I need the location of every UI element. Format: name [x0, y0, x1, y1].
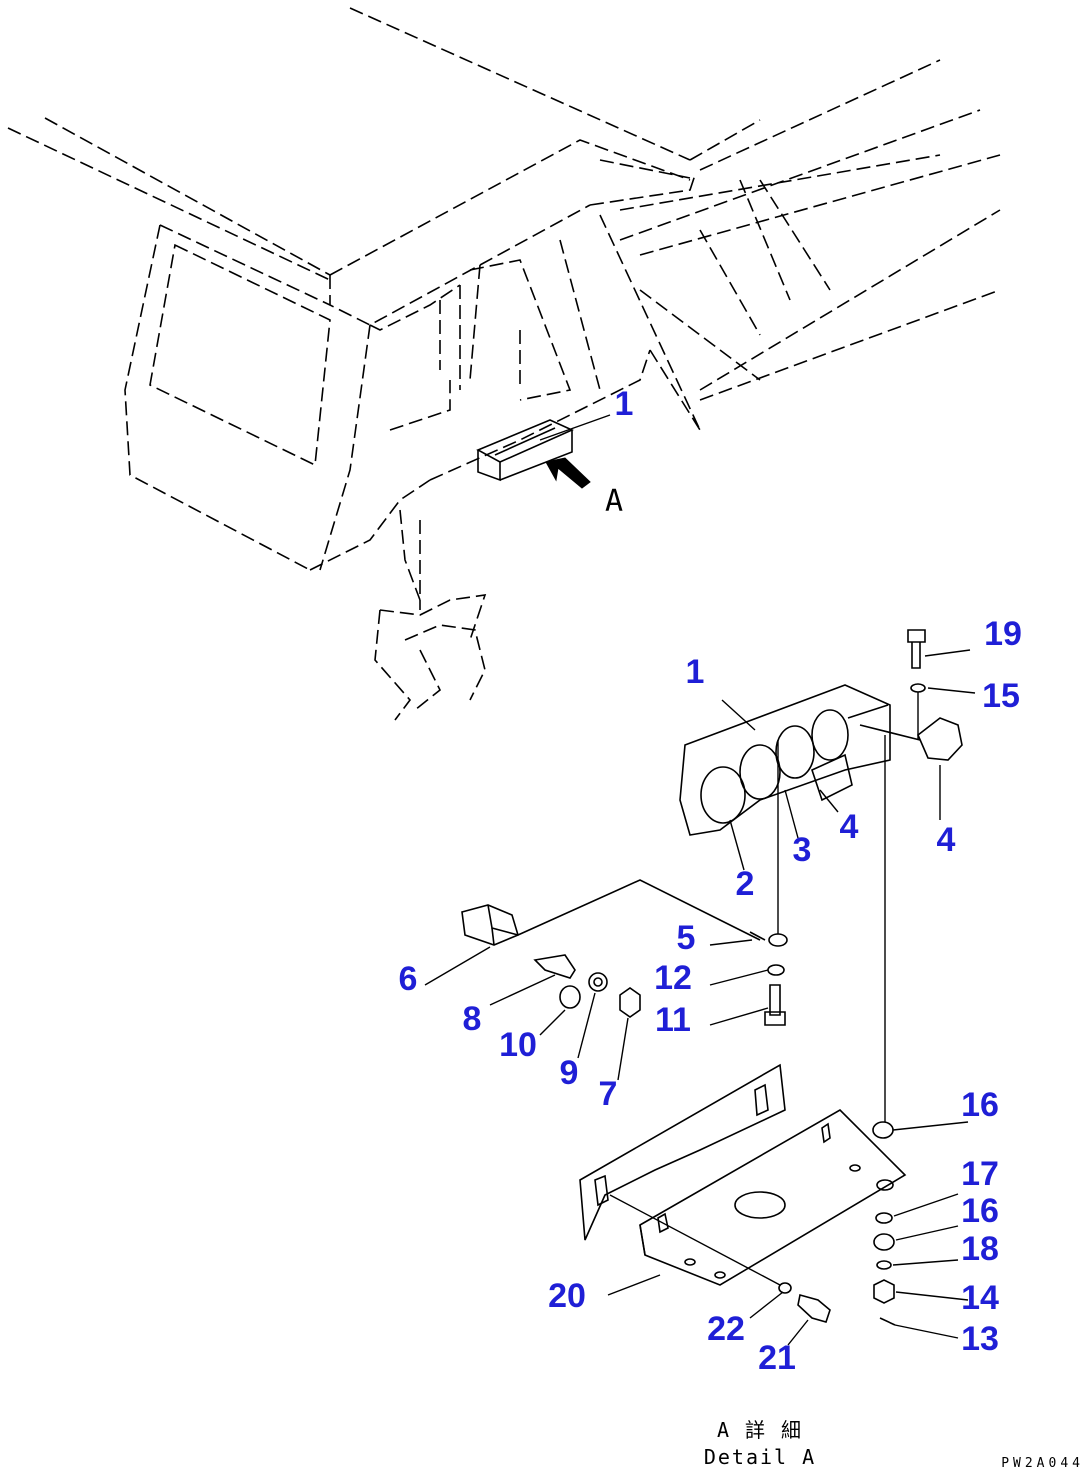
- fastener-stack: [872, 1121, 896, 1326]
- callout-14: 14: [961, 1279, 999, 1317]
- callout-16-lower: 16: [961, 1192, 999, 1230]
- callout-15: 15: [982, 677, 1020, 715]
- callout-10: 10: [499, 1026, 537, 1064]
- callout-7: 7: [598, 1075, 618, 1113]
- grommet-9: [588, 972, 608, 992]
- clip-7: [619, 987, 641, 1018]
- callout-12: 12: [654, 959, 692, 997]
- detail-caption-en: Detail A: [703, 1445, 817, 1469]
- callout-20: 20: [548, 1277, 586, 1315]
- machine-cab-phantom: [7, 7, 1001, 721]
- connector-6: [461, 879, 761, 946]
- washer-12: [767, 964, 785, 976]
- terminal-8: [533, 954, 576, 979]
- view-arrow-icon: [545, 457, 591, 489]
- callout-16-upper: 16: [961, 1086, 999, 1124]
- callout-17: 17: [961, 1155, 999, 1193]
- bolt-21: [609, 1194, 831, 1323]
- callout-18: 18: [961, 1230, 999, 1268]
- bracket-20: [579, 1063, 907, 1286]
- callout-8: 8: [462, 1000, 482, 1038]
- bolt-19: [907, 629, 926, 740]
- leader-lines: [424, 649, 976, 1346]
- callout-4-left: 4: [839, 808, 859, 846]
- callout-1-detail: 1: [685, 653, 705, 691]
- bolt-11: [764, 984, 786, 1026]
- grommet-10: [559, 985, 581, 1009]
- washer-5: [749, 931, 788, 947]
- callout-4-right: 4: [936, 821, 956, 859]
- lamp-housing: [679, 684, 963, 836]
- callout-21: 21: [758, 1339, 796, 1377]
- callout-1-top: 1: [614, 385, 634, 423]
- callout-19: 19: [984, 615, 1022, 653]
- drawing-code: PW2A044: [1001, 1456, 1084, 1471]
- callout-11: 11: [655, 1001, 691, 1039]
- callout-22: 22: [707, 1310, 745, 1348]
- callout-6: 6: [398, 960, 418, 998]
- callout-9: 9: [559, 1054, 579, 1092]
- lamp-in-place: [476, 419, 574, 482]
- callout-2: 2: [735, 865, 755, 903]
- detail-caption-jp: A 詳 細: [716, 1418, 804, 1442]
- callout-3: 3: [792, 831, 812, 869]
- callout-13: 13: [961, 1320, 999, 1358]
- view-marker-a: A: [604, 484, 626, 519]
- callout-5: 5: [676, 919, 696, 957]
